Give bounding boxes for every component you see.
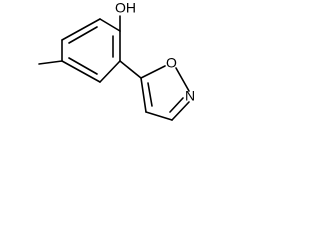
inner-bond-c5-c6 bbox=[68, 57, 98, 75]
bond-o1-n2 bbox=[175, 67, 190, 92]
inner-bond-c1-c2 bbox=[68, 26, 98, 44]
bond-c5-o1 bbox=[140, 65, 166, 79]
methyl-bond bbox=[38, 60, 63, 65]
bond-c1-c2 bbox=[61, 18, 101, 41]
bond-c4-c5 bbox=[140, 77, 147, 113]
ring-oxygen-label: O bbox=[166, 55, 177, 71]
ring-connector-bond bbox=[119, 60, 142, 79]
bond-c4-c5 bbox=[99, 60, 121, 83]
bond-n2-c3 bbox=[171, 101, 190, 121]
ring-nitrogen-label: N bbox=[185, 88, 195, 104]
hydroxyl-label: OH bbox=[115, 0, 136, 16]
bond-c3-c4 bbox=[145, 111, 173, 121]
inner-bond-c4-c5 bbox=[147, 82, 153, 107]
benzene-ring bbox=[61, 18, 121, 83]
bond-c2-c3 bbox=[99, 18, 121, 32]
bond-c5-c6 bbox=[61, 60, 101, 83]
inner-bond-n2-c3 bbox=[169, 97, 184, 113]
isoxazole-ring bbox=[140, 65, 190, 121]
chemical-structure: OH O N bbox=[38, 0, 195, 121]
